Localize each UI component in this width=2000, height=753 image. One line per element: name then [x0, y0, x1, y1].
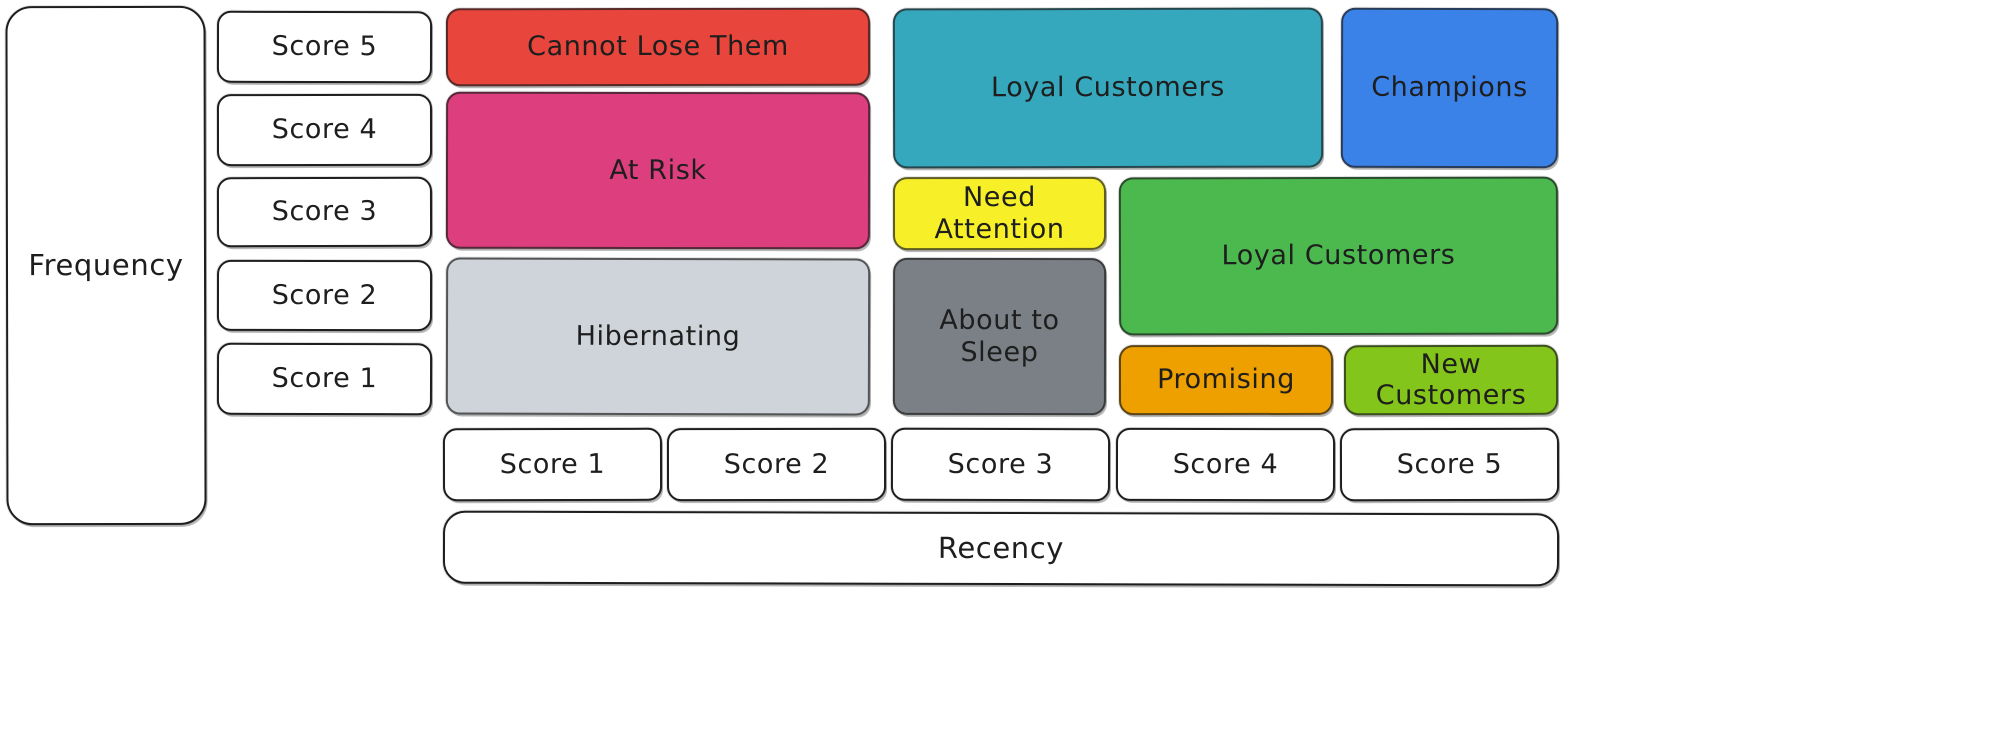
frequency-score-2[interactable]: Score 2 [216, 259, 433, 332]
frequency-axis-label-text: Frequency [28, 247, 184, 282]
segment-promising-label: Promising [1157, 364, 1295, 396]
segment-at-risk[interactable]: At Risk [445, 91, 871, 250]
frequency-score-5[interactable]: Score 5 [216, 10, 433, 84]
segment-hibernating[interactable]: Hibernating [445, 257, 871, 416]
segment-new-customers-label: New Customers [1375, 348, 1527, 412]
recency-score-3[interactable]: Score 3 [890, 427, 1111, 502]
recency-score-2[interactable]: Score 2 [666, 427, 887, 502]
frequency-score-4[interactable]: Score 4 [216, 93, 433, 167]
frequency-score-3-label: Score 3 [271, 196, 378, 228]
segment-need-attention-label: Need Attention [934, 182, 1065, 245]
recency-score-2-label: Score 2 [723, 448, 830, 481]
recency-score-3-label: Score 3 [947, 448, 1054, 481]
frequency-score-5-label: Score 5 [271, 31, 378, 63]
frequency-score-1[interactable]: Score 1 [216, 342, 433, 416]
frequency-axis-label: Frequency [5, 5, 207, 526]
segment-at-risk-label: At Risk [609, 154, 707, 187]
recency-score-5-label: Score 5 [1396, 448, 1503, 481]
segment-about-to-sleep[interactable]: About to Sleep [892, 257, 1107, 416]
segment-champions[interactable]: Champions [1340, 7, 1559, 169]
segment-loyal-customers-teal[interactable]: Loyal Customers [892, 7, 1324, 169]
segment-loyal-customers-teal-label: Loyal Customers [990, 72, 1225, 104]
recency-score-1-label: Score 1 [499, 448, 606, 481]
segment-about-to-sleep-label: About to Sleep [939, 305, 1060, 368]
segment-cannot-lose-them[interactable]: Cannot Lose Them [445, 7, 871, 87]
recency-axis-label-text: Recency [937, 530, 1065, 565]
segment-new-customers[interactable]: New Customers [1343, 344, 1559, 416]
frequency-score-2-label: Score 2 [271, 279, 378, 312]
recency-score-5[interactable]: Score 5 [1339, 427, 1560, 502]
segment-need-attention[interactable]: Need Attention [892, 176, 1107, 251]
frequency-score-4-label: Score 4 [271, 114, 378, 146]
recency-axis-label: Recency [442, 510, 1560, 587]
segment-loyal-customers-green[interactable]: Loyal Customers [1118, 176, 1559, 336]
segment-champions-label: Champions [1371, 72, 1528, 104]
segment-hibernating-label: Hibernating [575, 320, 741, 353]
frequency-score-1-label: Score 1 [271, 363, 378, 395]
segment-promising[interactable]: Promising [1118, 344, 1334, 416]
frequency-score-3[interactable]: Score 3 [216, 176, 433, 248]
segment-cannot-lose-them-label: Cannot Lose Them [527, 31, 789, 63]
recency-score-4-label: Score 4 [1172, 448, 1279, 481]
segment-loyal-customers-green-label: Loyal Customers [1221, 240, 1456, 272]
recency-score-4[interactable]: Score 4 [1115, 427, 1336, 502]
recency-score-1[interactable]: Score 1 [442, 427, 663, 502]
